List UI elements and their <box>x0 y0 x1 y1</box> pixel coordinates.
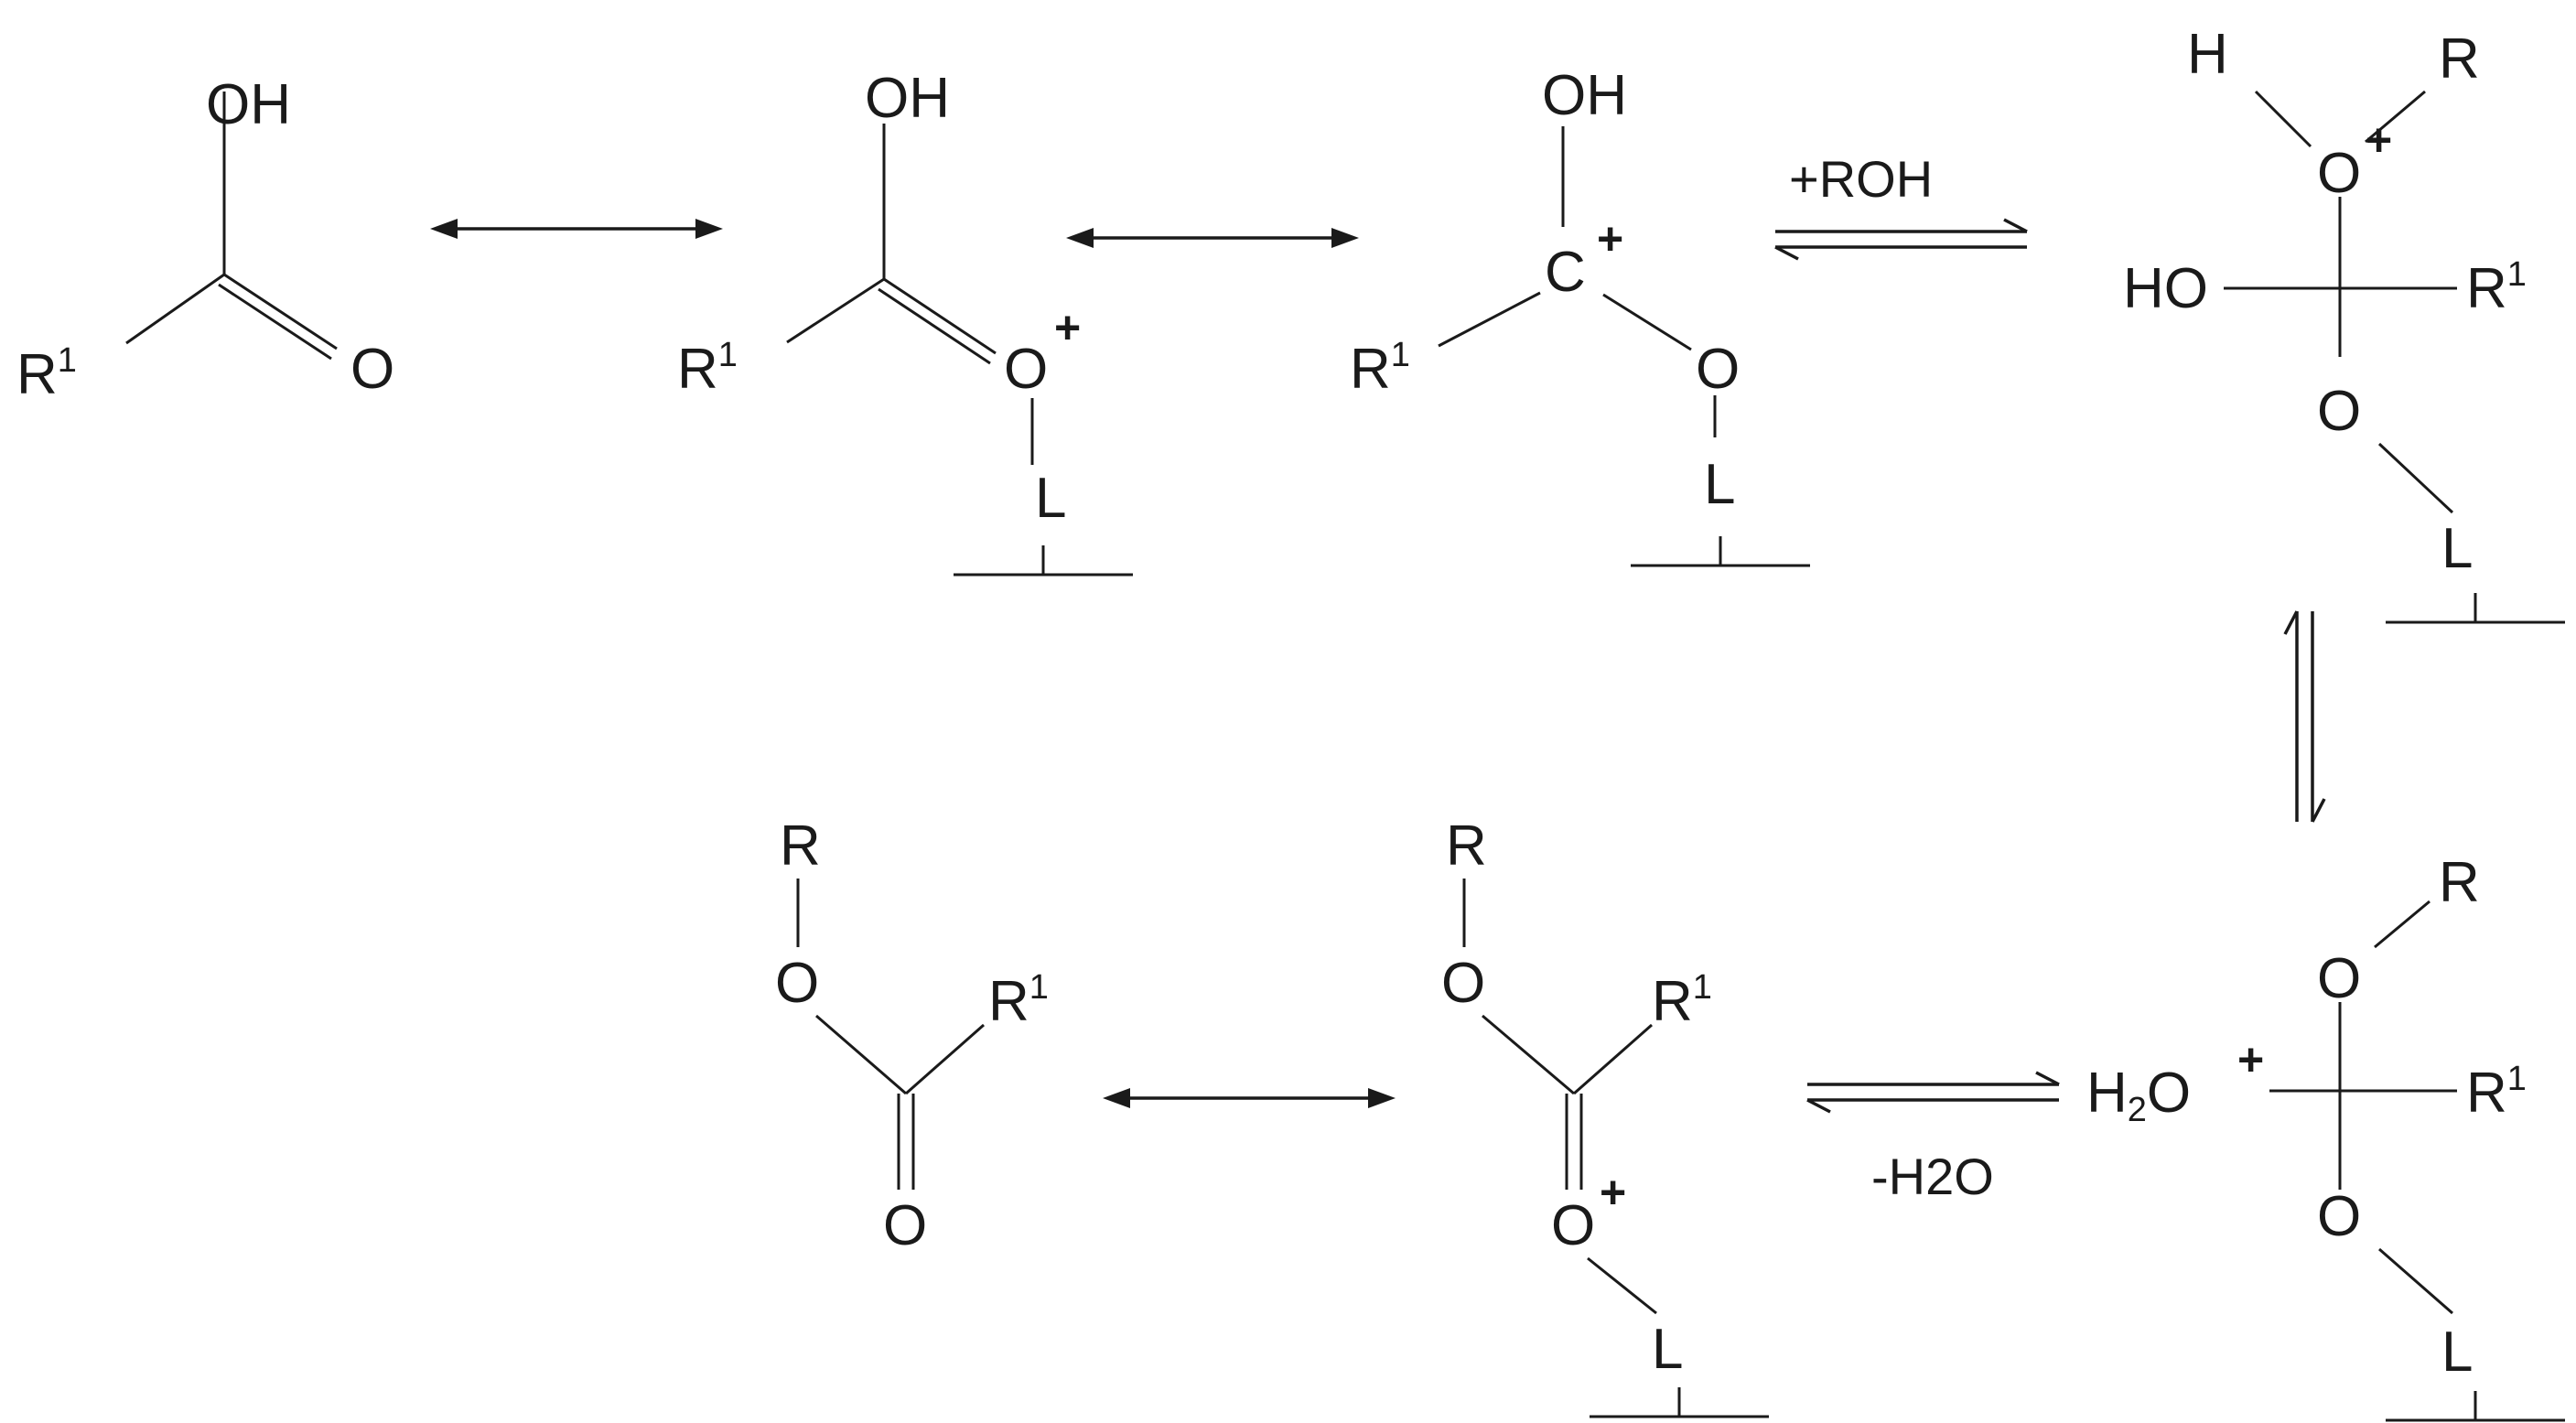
structure-tetrahedral-water: R O H2O + R1 O L <box>2086 851 2567 1422</box>
bond <box>2378 1247 2453 1315</box>
structure-carboxylic-acid: OH R1 O <box>16 73 394 406</box>
bond <box>1587 1256 1657 1315</box>
bond <box>2365 90 2426 144</box>
atom-r: R <box>2439 27 2480 91</box>
atom-oh: OH <box>206 73 291 136</box>
bond <box>1482 1014 1575 1095</box>
atom-oh: OH <box>1542 64 1627 127</box>
positive-charge: + <box>2366 114 2392 166</box>
atom-o: O <box>1551 1194 1595 1257</box>
bond <box>815 1014 907 1095</box>
bond <box>905 1023 985 1095</box>
bond <box>1438 291 1541 348</box>
atom-o: O <box>350 338 394 401</box>
atom-o: O <box>775 952 819 1015</box>
bond <box>2254 90 2312 148</box>
atom-r1: R1 <box>16 341 77 406</box>
atom-o: O <box>1441 952 1485 1015</box>
atom-ligand: L <box>2441 1321 2473 1384</box>
surface-support <box>1588 1385 1771 1418</box>
atom-ligand: L <box>1704 453 1735 516</box>
atom-r1: R1 <box>677 336 738 401</box>
atom-ligand: L <box>1035 467 1066 530</box>
atom-water: H2O <box>2086 1062 2191 1129</box>
atom-o: O <box>1004 338 1048 401</box>
structure-tetrahedral-oxonium: H R O + HO R1 O L <box>2123 23 2567 624</box>
resonance-arrow <box>1103 1088 1396 1108</box>
atom-r: R <box>1446 814 1487 878</box>
surface-support <box>1629 534 1812 567</box>
atom-ho: HO <box>2123 257 2208 320</box>
atom-r1: R1 <box>2466 255 2527 320</box>
atom-o: O <box>2317 947 2361 1010</box>
atom-r: R <box>2439 851 2480 914</box>
atom-ligand: L <box>1652 1318 1683 1381</box>
bond <box>1602 293 1692 351</box>
surface-support <box>952 544 1135 577</box>
atom-o: O <box>2317 142 2361 205</box>
atom-r1: R1 <box>1350 336 1410 401</box>
bond <box>125 273 225 345</box>
atom-r1: R1 <box>2466 1060 2527 1125</box>
atom-hydrogen: H <box>2187 23 2228 86</box>
resonance-arrow <box>430 219 723 239</box>
atom-oh: OH <box>865 67 950 130</box>
atom-o: O <box>1696 338 1740 401</box>
resonance-arrow <box>1066 228 1359 248</box>
double-bond <box>218 283 332 361</box>
condition-remove-water: -H2O <box>1871 1148 1994 1205</box>
bond <box>2374 900 2430 949</box>
structure-coordinated-oxonium: OH R1 O + L <box>677 67 1135 577</box>
bond <box>1573 1023 1653 1095</box>
positive-charge: + <box>1597 213 1623 264</box>
positive-charge: + <box>2237 1034 2264 1085</box>
bond <box>786 277 885 344</box>
structure-ester: R O R1 O <box>775 814 1049 1257</box>
positive-charge: + <box>1054 302 1081 353</box>
surface-support <box>2384 1389 2567 1422</box>
double-bond <box>883 277 997 355</box>
atom-r1: R1 <box>988 968 1049 1033</box>
equilibrium-arrow-vertical <box>2283 610 2326 823</box>
structure-coordinated-ester: R O R1 O + L <box>1441 814 1771 1418</box>
positive-charge: + <box>1600 1167 1626 1218</box>
atom-o: O <box>2317 1185 2361 1248</box>
surface-support <box>2384 591 2567 624</box>
atom-carbon: C <box>1545 241 1586 304</box>
condition-add-alcohol: +ROH <box>1789 150 1933 208</box>
atom-ligand: L <box>2441 517 2473 580</box>
atom-o: O <box>883 1194 927 1257</box>
bond <box>2377 442 2454 514</box>
double-bond <box>878 287 991 365</box>
structure-carbocation: OH C + R1 O L <box>1350 64 1812 567</box>
equilibrium-arrow-add-alcohol: +ROH <box>1774 150 2028 261</box>
atom-r1: R1 <box>1652 968 1712 1033</box>
atom-o: O <box>2317 380 2361 443</box>
atom-r: R <box>780 814 821 878</box>
double-bond <box>223 273 338 350</box>
equilibrium-arrow-remove-water: -H2O <box>1806 1071 2060 1205</box>
